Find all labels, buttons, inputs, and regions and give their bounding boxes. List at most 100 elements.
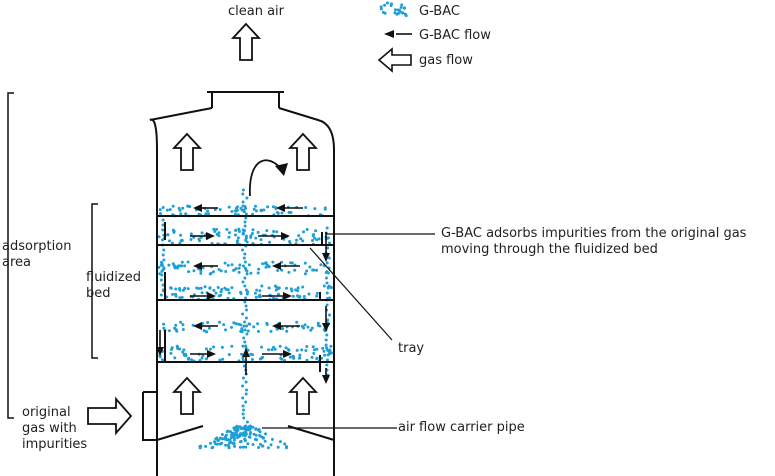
gbac-particle xyxy=(279,356,283,360)
gbac-particle xyxy=(174,294,178,298)
gbac-particle xyxy=(386,1,389,5)
gbac-particle xyxy=(256,322,260,326)
gbac-particle xyxy=(171,292,175,296)
gbac-particle xyxy=(243,437,247,441)
gbac-particle xyxy=(393,11,397,15)
gbac-particle xyxy=(249,425,253,429)
gbac-particle xyxy=(296,294,299,298)
gbac-particle xyxy=(232,438,236,442)
gbac-particle xyxy=(399,6,403,9)
gbac-particle xyxy=(323,353,327,357)
gbac-particle xyxy=(245,308,248,312)
gbac-particle xyxy=(243,284,247,288)
gbac-particle xyxy=(321,346,325,350)
gbac-particle xyxy=(235,241,239,245)
gbac-particle xyxy=(247,322,251,326)
gbac-particle xyxy=(309,328,313,332)
gbac-particle xyxy=(178,296,182,300)
gbac-particle xyxy=(243,434,247,438)
gbac-particle xyxy=(227,205,231,209)
gbac-particle xyxy=(213,230,217,233)
gbac-particle xyxy=(311,239,314,242)
gbac-particle xyxy=(241,312,245,316)
gbac-particle xyxy=(245,292,249,296)
gbac-particle xyxy=(160,260,163,264)
gbac-particle xyxy=(242,416,246,420)
gbac-particle xyxy=(292,356,296,360)
gbac-particle xyxy=(255,209,258,213)
gbac-particle xyxy=(215,442,219,446)
gbac-particle xyxy=(243,340,247,344)
gbac-particle xyxy=(272,345,276,349)
gbac-particle xyxy=(237,270,241,274)
gbac-particle xyxy=(247,263,251,267)
gbac-particle xyxy=(232,442,236,445)
gbac-particle xyxy=(302,295,306,298)
gbac-particle xyxy=(223,286,227,290)
gbac-particle xyxy=(201,266,205,270)
gbac-particle xyxy=(288,355,292,359)
gbac-particle xyxy=(226,288,230,292)
gbac-particle xyxy=(228,441,231,445)
gbac-particle xyxy=(226,263,230,267)
gbac-particle xyxy=(254,204,257,208)
gbac-particle xyxy=(308,265,312,269)
gbac-particle xyxy=(241,376,245,380)
gbac-particle xyxy=(219,269,223,273)
gbac-particle xyxy=(179,233,183,237)
gbac-particle xyxy=(210,446,214,450)
top-nozzle xyxy=(207,91,284,108)
gbac-particle xyxy=(209,441,213,445)
gbac-flow-arrow-icon xyxy=(193,204,218,212)
gbac-particle xyxy=(285,329,289,333)
gbac-particle xyxy=(244,316,248,320)
gbac-particle xyxy=(246,329,250,333)
gbac-particle xyxy=(202,329,206,333)
gbac-particle xyxy=(268,240,271,244)
gbac-particle xyxy=(260,284,264,288)
legend-gbac-flow-label: G-BAC flow xyxy=(419,28,491,43)
gbac-particle xyxy=(267,265,271,269)
gbac-particle xyxy=(259,442,262,446)
gbac-particle xyxy=(198,446,202,450)
gbac-particle xyxy=(302,230,305,234)
gbac-particle xyxy=(287,210,291,214)
gbac-particle xyxy=(178,347,182,351)
gbac-particle xyxy=(305,345,309,348)
gbac-particle xyxy=(257,428,261,431)
gbac-particle xyxy=(305,228,309,231)
gbac-particle xyxy=(162,258,166,262)
recirculation-arrowhead xyxy=(275,163,288,176)
gbac-particle xyxy=(200,231,204,235)
gbac-particle xyxy=(168,239,171,243)
gbac-particle xyxy=(325,281,329,285)
gbac-particle xyxy=(294,288,298,292)
gbac-particle xyxy=(242,264,245,268)
gbac-particle xyxy=(257,267,261,271)
gbac-particle xyxy=(244,212,248,216)
gbac-particle xyxy=(172,229,176,233)
gbac-particle xyxy=(310,326,314,330)
gbac-particle xyxy=(220,433,224,436)
gbac-particle xyxy=(213,208,217,212)
gbac-particle xyxy=(278,440,282,444)
gbac-particle xyxy=(315,356,319,360)
gbac-particle xyxy=(208,272,212,276)
gbac-particle xyxy=(265,321,269,325)
gbac-particle xyxy=(243,320,247,324)
gbac-particle xyxy=(241,232,245,236)
gbac-particle xyxy=(244,268,248,272)
gbac-particle xyxy=(218,358,222,362)
gbac-particle xyxy=(199,286,203,290)
gbac-particle xyxy=(261,262,265,266)
gbac-particle xyxy=(257,329,260,333)
gbac-particle xyxy=(326,318,330,322)
gbac-particle xyxy=(243,220,247,224)
gbac-particle xyxy=(204,444,208,448)
gbac-particle xyxy=(315,291,319,295)
gbac-particle xyxy=(227,445,231,449)
gbac-particle xyxy=(328,348,332,352)
gbac-particle xyxy=(214,437,218,441)
gbac-particle xyxy=(206,209,210,213)
gbac-particle xyxy=(327,256,331,260)
